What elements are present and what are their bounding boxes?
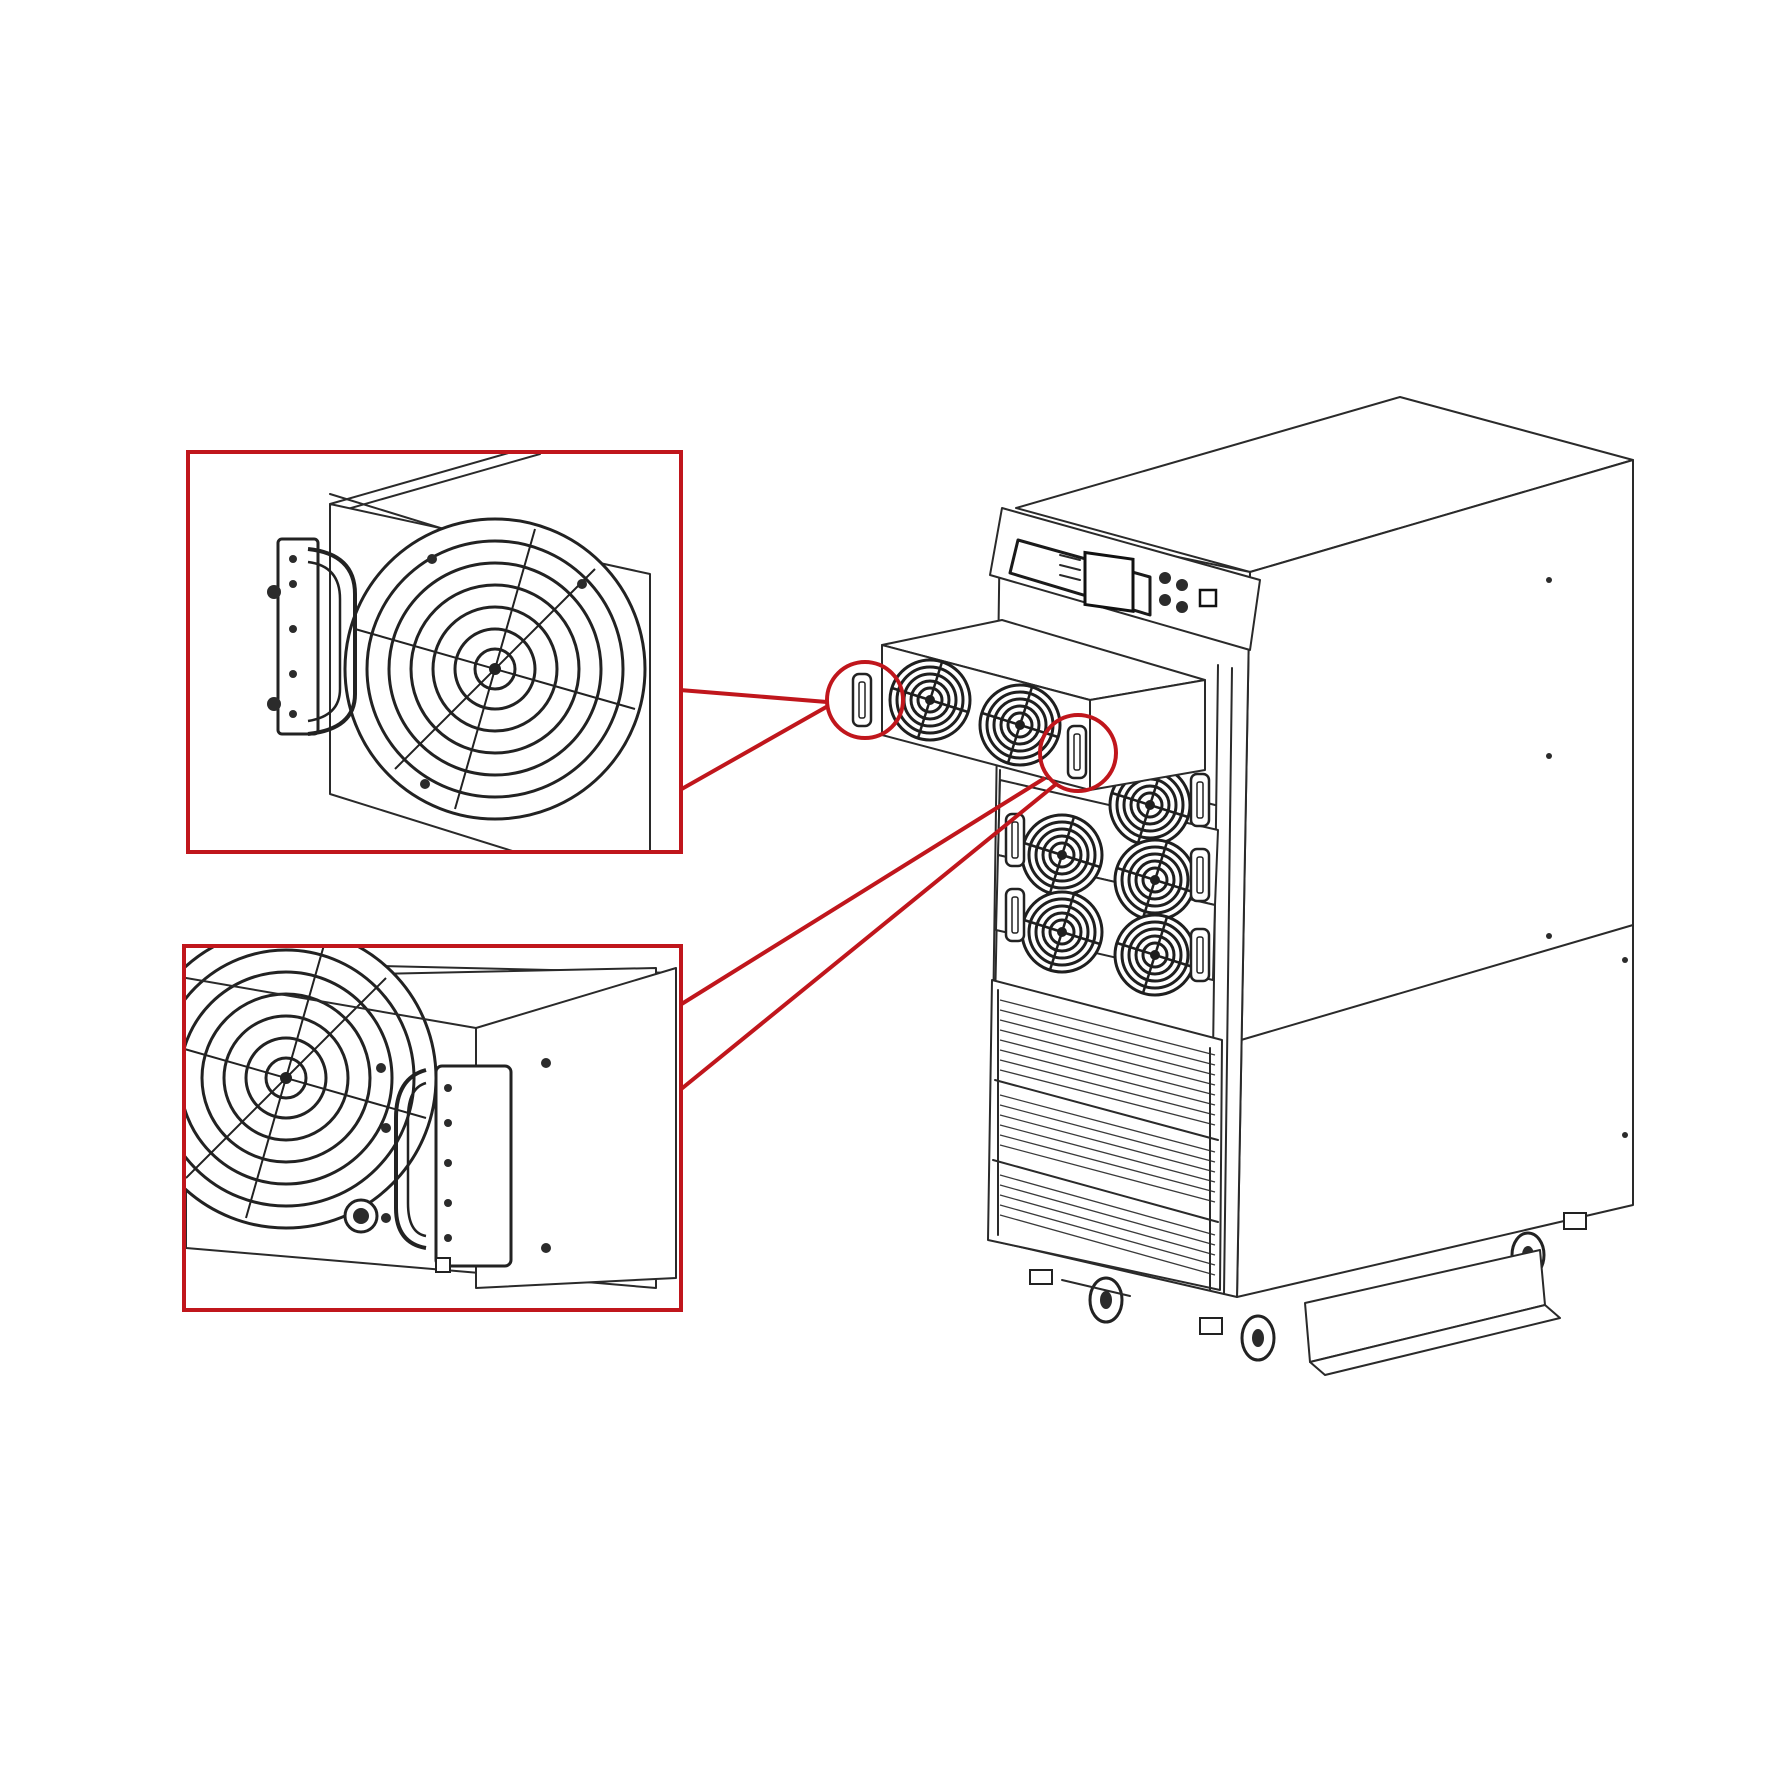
ups-cabinet — [987, 396, 1634, 1376]
control-panel — [989, 507, 1261, 651]
callout-right-handle — [678, 713, 1118, 1092]
zoom-circle-icon — [1038, 713, 1118, 793]
bottom-detail-panel — [182, 944, 683, 1312]
extracted-power-module — [851, 619, 1206, 791]
module-handle-icon — [276, 537, 357, 736]
installed-power-modules — [995, 759, 1219, 997]
module-handle-icon — [394, 1064, 513, 1268]
battery-section — [987, 979, 1223, 1291]
cabinet-base — [1029, 1212, 1587, 1376]
top-detail-panel — [186, 450, 683, 854]
